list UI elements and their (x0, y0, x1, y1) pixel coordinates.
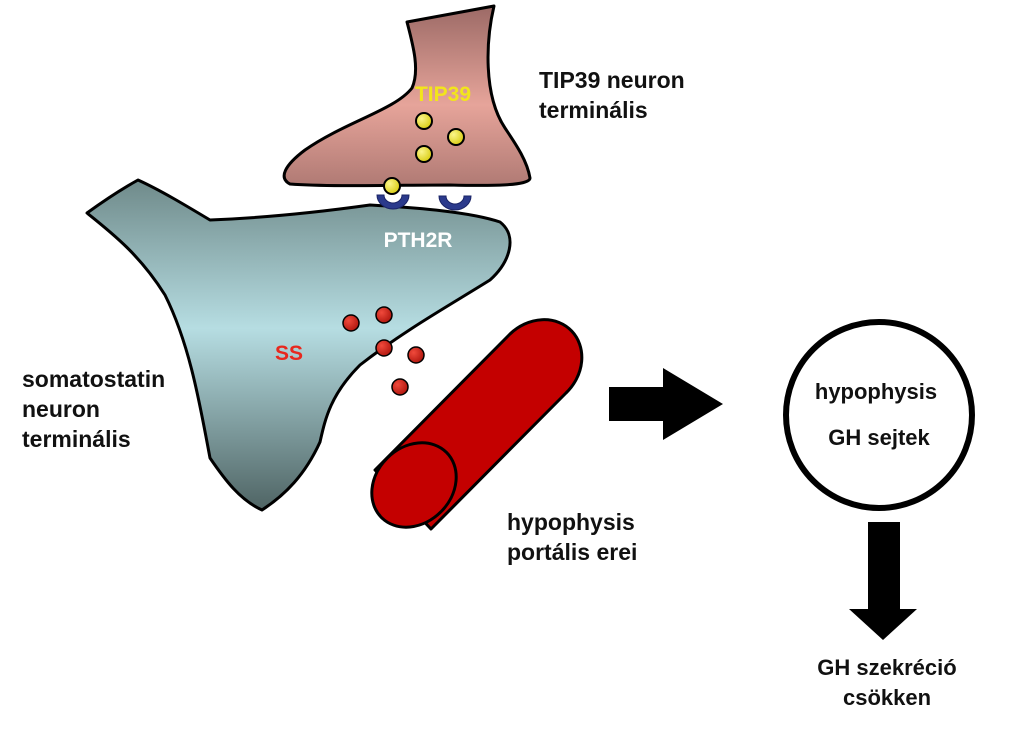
ss-released-vesicle (407, 346, 425, 364)
portal-vessel-label-line2: portális erei (507, 539, 637, 565)
tip39-terminal-label-line2: terminális (539, 97, 648, 123)
tip39-vesicle (415, 112, 433, 130)
tip39-neuron-terminal (282, 4, 532, 188)
pituitary-gh-cells-circle (783, 319, 975, 511)
somatostatin-label-line3: terminális (22, 426, 131, 452)
tip39-marker-label: TIP39 (415, 83, 471, 106)
pth2r-receptor-right (438, 195, 472, 211)
pituitary-label-line2: GH sejtek (828, 425, 930, 450)
gh-secretion-label-line1: GH szekréció (817, 655, 956, 680)
ss-vesicle (375, 306, 393, 324)
ss-marker-label: SS (275, 342, 303, 365)
down-arrow-icon (849, 522, 917, 640)
tip39-released-vesicle (383, 177, 401, 195)
tip39-vesicle (415, 145, 433, 163)
somatostatin-neuron-terminal (85, 178, 512, 512)
pth2r-receptor-label: PTH2R (384, 229, 453, 252)
portal-vessel-label-line1: hypophysis (507, 509, 635, 535)
gh-secretion-label-line2: csökken (843, 685, 931, 710)
somatostatin-label-line2: neuron (22, 396, 100, 422)
pituitary-label-line1: hypophysis (815, 379, 937, 404)
right-arrow-icon (609, 368, 723, 440)
ss-released-vesicle (391, 378, 409, 396)
pth2r-receptor-left (376, 194, 410, 210)
ss-vesicle (375, 339, 393, 357)
somatostatin-label-line1: somatostatin (22, 366, 165, 392)
portal-blood-vessel (370, 318, 584, 531)
tip39-terminal-label-line1: TIP39 neuron (539, 67, 685, 93)
ss-vesicle (342, 314, 360, 332)
tip39-vesicle (447, 128, 465, 146)
